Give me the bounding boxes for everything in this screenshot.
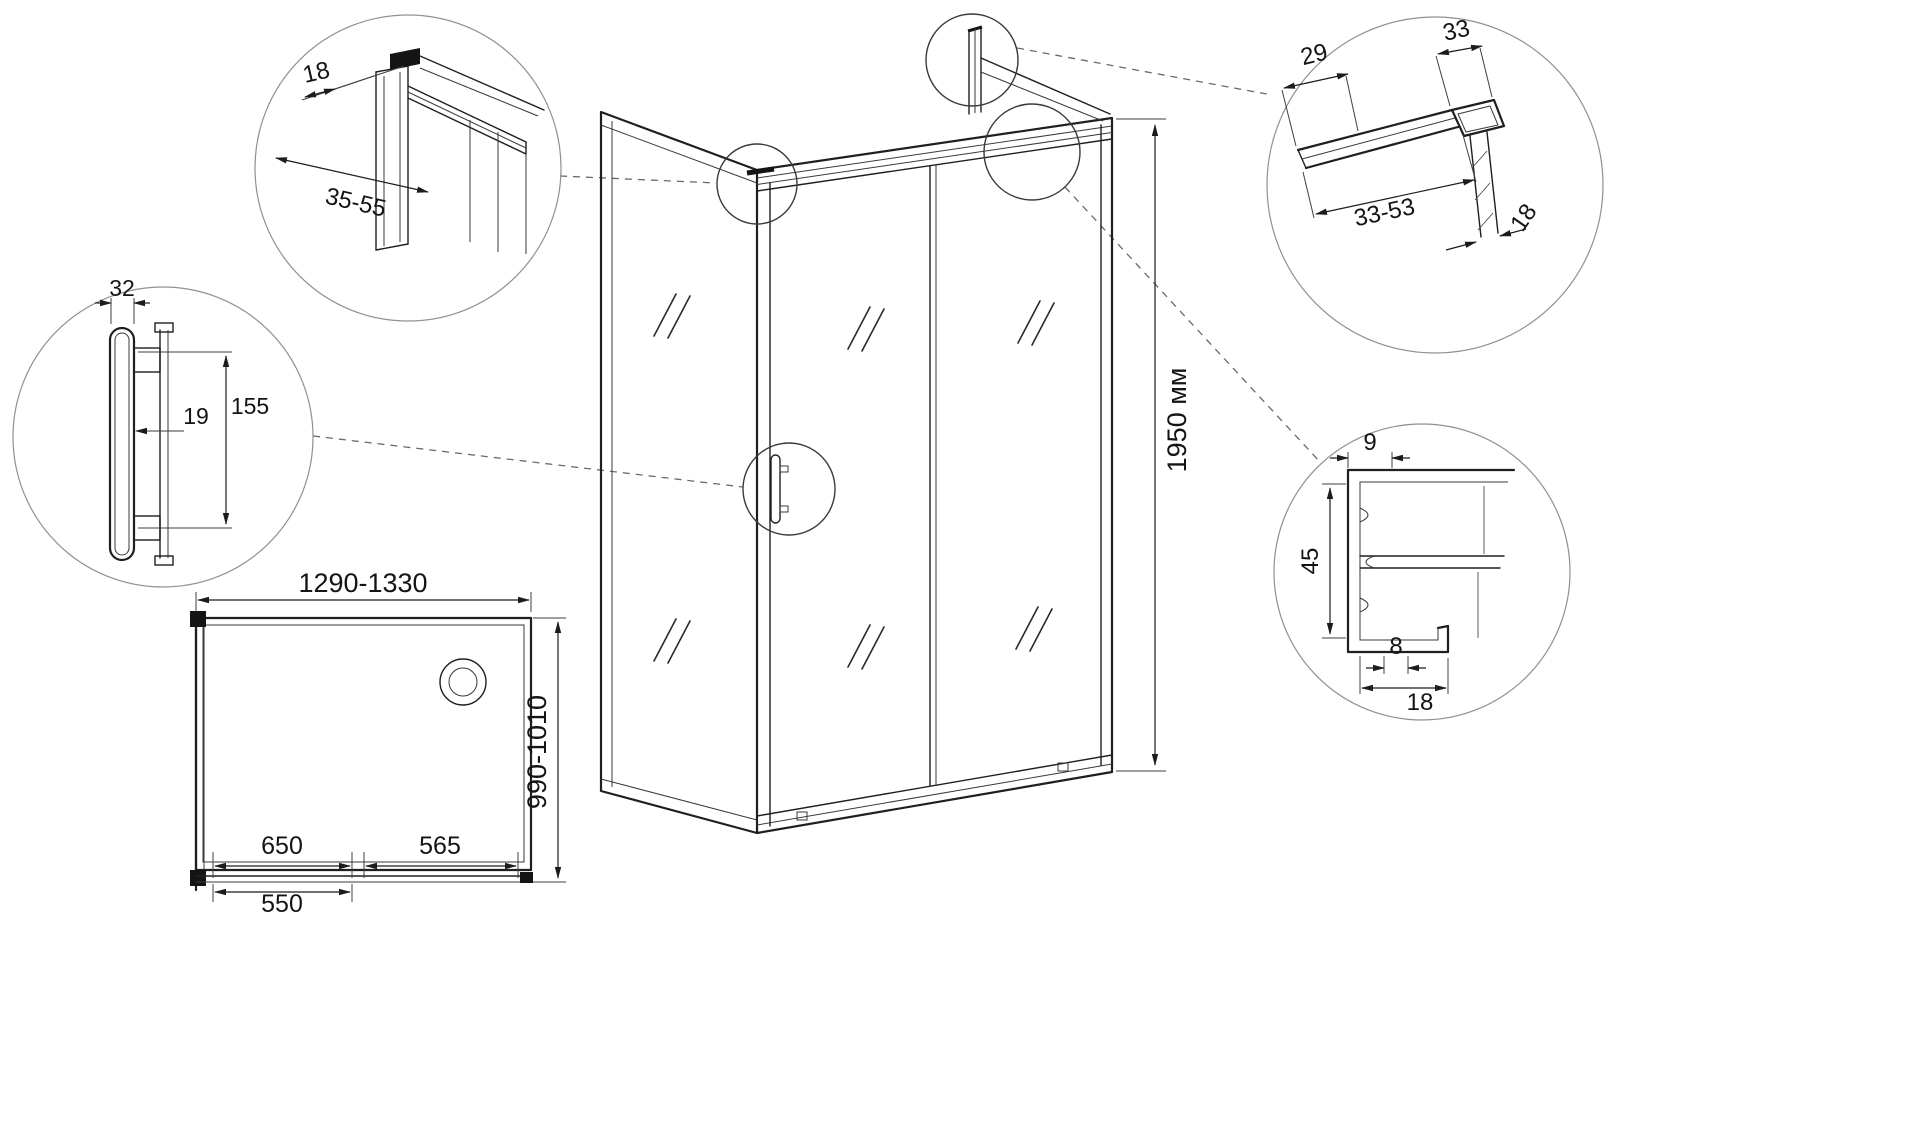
roller-right [1057, 762, 1069, 772]
dim-label-29: 29 [1298, 38, 1330, 71]
roller-left [796, 811, 808, 821]
dim-155: 155 [138, 351, 269, 529]
corner-profile-top [190, 611, 206, 627]
tray-outline [194, 616, 533, 872]
glass-shine-marks [653, 293, 1055, 670]
dim-label-9: 9 [1363, 429, 1376, 456]
dim-label-1290-1330: 1290-1330 [298, 568, 427, 598]
detail-circle-top-left [254, 14, 562, 322]
dim-19: 19 [135, 403, 209, 435]
track-end-cap [520, 872, 533, 883]
dim-depth-range: 990-1010 [522, 617, 566, 883]
dim-door-650: 650 [212, 832, 353, 878]
dim-label-8: 8 [1389, 633, 1402, 660]
detail-handle: 32 155 19 [12, 275, 314, 588]
marker-circle-handle [742, 442, 836, 536]
detail-circle-profile-right [1273, 423, 1571, 721]
rail-profile-drawing [1346, 468, 1516, 654]
handle-drawing [108, 322, 174, 566]
door-handle [770, 454, 789, 524]
height-dimension: 1950 мм [1116, 118, 1192, 772]
dim-8: 8 [1366, 633, 1426, 674]
marker-circle-top-rail [983, 103, 1081, 201]
dim-label-adjust-35-55: 35-55 [323, 183, 389, 223]
wall-profile-cap [390, 48, 420, 70]
detail-circle-handle [12, 286, 314, 588]
dim-width-range: 1290-1330 [195, 568, 532, 612]
corner-profile-bottom [190, 870, 206, 886]
dim-label-32: 32 [109, 275, 135, 301]
marker-circle-top-corner [716, 143, 798, 225]
detail-circle-top-right [1266, 16, 1604, 354]
leader-lines [312, 47, 1322, 488]
detail-top-right: 29 33 33-53 18 [1266, 15, 1604, 354]
dim-label-glass-18: 18 [300, 57, 332, 89]
main-view: 1950 мм [599, 13, 1192, 835]
corner-profile-drawing [375, 48, 545, 254]
dim-18-glass: 18 [1445, 199, 1543, 251]
dim-label-650: 650 [261, 832, 303, 860]
dim-label-33-53: 33-53 [1352, 193, 1418, 232]
dim-35-55: 35-55 [275, 157, 429, 223]
side-wall-plan [190, 611, 206, 892]
dim-label-990-1010: 990-1010 [522, 695, 552, 809]
dim-label-565: 565 [419, 832, 461, 860]
dim-9: 9 [1330, 429, 1410, 468]
detail-profile-right: 9 45 8 18 [1273, 423, 1571, 721]
dim-33: 33 [1435, 15, 1493, 107]
detail-top-left: 18 35-55 [254, 14, 562, 322]
dim-label-18-depth: 18 [1407, 689, 1434, 716]
tray-inner [202, 624, 525, 863]
dim-label-height: 1950 мм [1162, 368, 1192, 473]
front-panel [746, 116, 1114, 835]
dim-32: 32 [95, 275, 150, 324]
top-corner-cap [746, 166, 775, 176]
dim-33-53: 33-53 [1302, 134, 1477, 232]
dim-fixed-565: 565 [363, 832, 519, 878]
dim-label-glass-18-right: 18 [1505, 199, 1542, 236]
dim-label-550: 550 [261, 890, 303, 918]
dim-entry-550: 550 [212, 884, 353, 918]
side-panel [599, 110, 759, 835]
corner-post [967, 25, 1111, 122]
dim-label-33: 33 [1440, 15, 1472, 47]
dim-label-19: 19 [183, 403, 209, 429]
dim-label-45: 45 [1297, 548, 1324, 575]
wall-profile-section-drawing [1296, 98, 1506, 238]
drain [439, 658, 487, 706]
dim-45: 45 [1297, 483, 1346, 639]
dim-29: 29 [1281, 38, 1359, 147]
marker-circle-post [925, 13, 1019, 107]
dim-18-depth: 18 [1359, 656, 1449, 716]
dim-18-top-left: 18 [300, 57, 405, 101]
dim-label-155: 155 [231, 393, 269, 419]
plan-view: 1290-1330 990-1010 650 565 550 [190, 568, 566, 918]
detail-marker-circles [716, 13, 1081, 536]
